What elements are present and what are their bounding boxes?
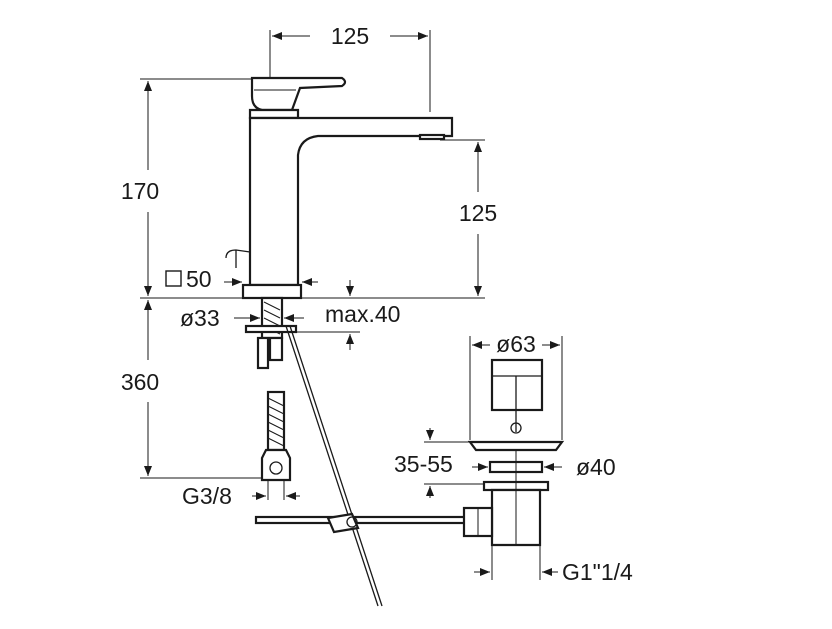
hose-fitting-circle <box>269 461 283 475</box>
dimension-lines <box>140 30 563 580</box>
popup-pull-knob <box>225 249 251 259</box>
label-hole-diameter: ø33 <box>180 305 220 331</box>
popup-rod <box>254 325 468 607</box>
aerator <box>418 133 446 141</box>
label-waste-hole-diameter: ø40 <box>576 454 616 480</box>
label-outlet-height: 125 <box>459 200 497 226</box>
lever-handle <box>250 76 347 112</box>
label-spout-reach: 125 <box>331 23 369 49</box>
label-deck-thickness: max.40 <box>325 301 400 327</box>
cartridge-cap <box>248 108 300 120</box>
popup-rod-outer <box>285 325 379 607</box>
popup-head <box>490 358 544 412</box>
popup-rod-inner <box>289 325 383 607</box>
label-total-height: 170 <box>121 178 159 204</box>
waste-assembly <box>462 358 565 547</box>
label-base-square: 50 <box>186 266 212 292</box>
linkage-clip-screw <box>346 516 358 528</box>
faucet-column <box>248 116 454 287</box>
hose-fitting <box>260 448 292 482</box>
label-popup-diameter: ø63 <box>496 331 536 357</box>
label-waste-adjust: 35-55 <box>394 451 453 477</box>
waste-flange <box>467 440 565 452</box>
hose-top <box>268 336 284 362</box>
faucet-body <box>225 76 454 300</box>
mounting-hardware <box>244 296 298 482</box>
label-waste-thread: G1"1/4 <box>562 559 633 585</box>
linkage-bar <box>254 515 468 525</box>
mounting-washer <box>244 324 298 334</box>
label-hose-connection: G3/8 <box>182 483 232 509</box>
dimension-labels: 125 170 125 50 ø33 max.40 360 G3/8 ø63 3… <box>121 23 633 585</box>
label-hose-length: 360 <box>121 369 159 395</box>
square-icon <box>165 270 182 287</box>
linkage-clip <box>326 512 360 534</box>
base-plate <box>241 283 303 300</box>
popup-stem-ball <box>510 422 522 434</box>
threaded-rod <box>256 336 270 370</box>
